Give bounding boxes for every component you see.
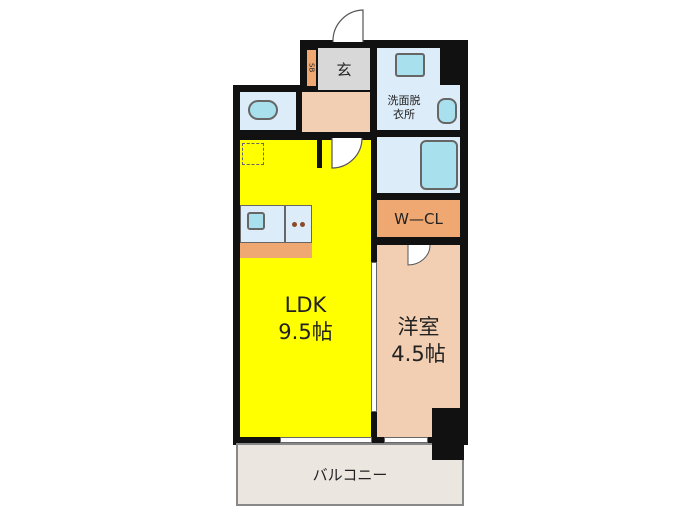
- ldk-door[interactable]: [330, 136, 370, 172]
- western-room-size: 4.5帖: [391, 342, 446, 366]
- sliding-door[interactable]: [371, 262, 377, 412]
- ldk-size: 9.5帖: [278, 319, 333, 344]
- balcony-window[interactable]: [384, 437, 428, 443]
- stove-icon: [285, 205, 312, 243]
- pillar: [440, 40, 462, 85]
- partition-wall: [317, 140, 322, 168]
- toilet-icon: [248, 100, 278, 120]
- wcl-label: W—CL: [394, 209, 443, 228]
- western-room-door[interactable]: [405, 245, 433, 267]
- walk-in-closet: W—CL: [377, 200, 460, 237]
- shoebox-label: SB: [307, 63, 316, 73]
- ldk-room: LDK 9.5帖: [240, 140, 371, 437]
- balcony-label: バルコニー: [312, 466, 388, 484]
- entrance-label: 玄: [336, 60, 352, 79]
- balcony-window[interactable]: [280, 437, 372, 443]
- entrance-door[interactable]: [330, 8, 370, 44]
- western-room: 洋室 4.5帖: [377, 245, 460, 437]
- balcony: バルコニー: [236, 443, 464, 506]
- hallway: [302, 92, 370, 132]
- kitchen-sink-icon: [247, 212, 265, 230]
- washroom-label: 洗面脱 衣所: [387, 94, 421, 121]
- pillar: [432, 408, 464, 460]
- bathtub-icon: [420, 140, 458, 190]
- entrance: 玄: [318, 48, 370, 90]
- western-room-name: 洋室: [397, 315, 440, 339]
- refrigerator-space: [242, 143, 264, 165]
- shoebox: SB: [307, 50, 316, 86]
- ldk-name: LDK: [284, 292, 327, 317]
- sink-icon: [437, 98, 457, 124]
- washer-icon: [395, 53, 425, 77]
